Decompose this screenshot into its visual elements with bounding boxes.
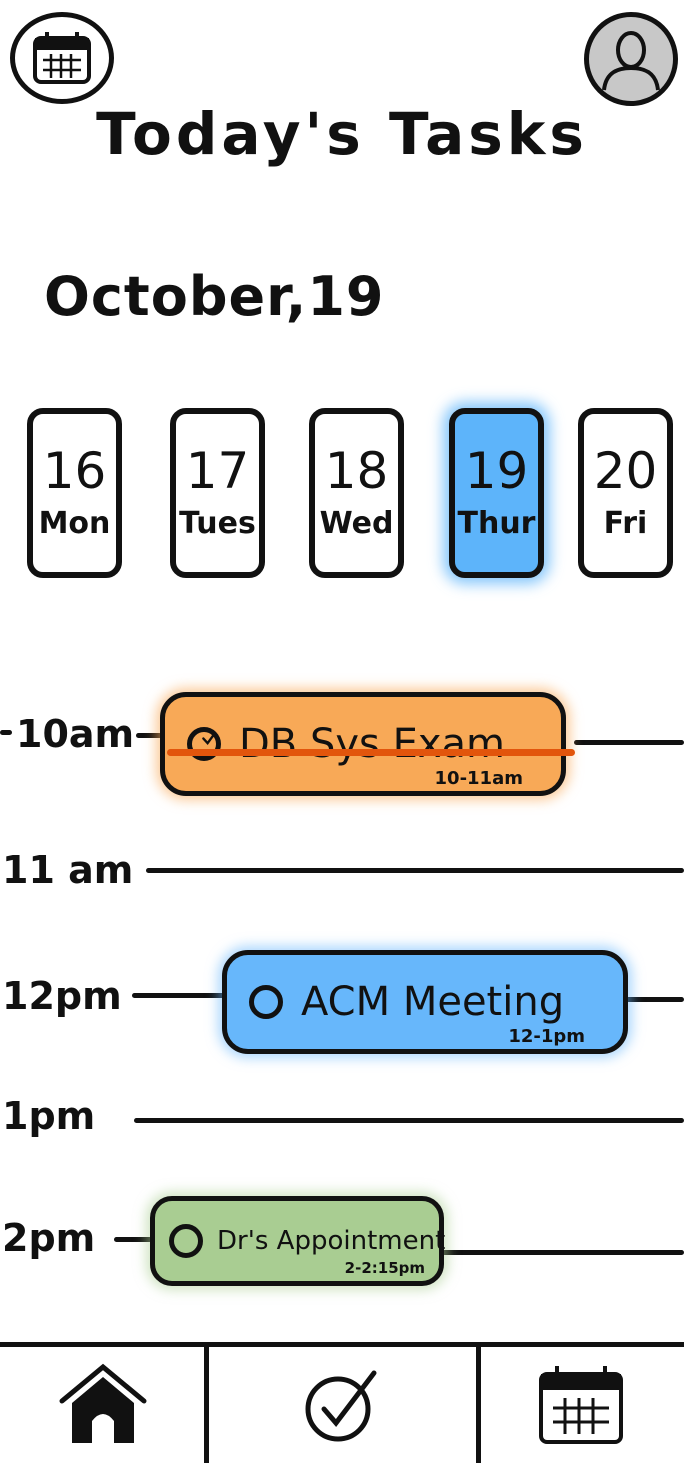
- day-mon[interactable]: 16 Mon: [27, 408, 122, 578]
- day-name: Tues: [179, 505, 256, 541]
- hour-label-1pm: 1pm: [2, 1094, 96, 1138]
- home-icon: [59, 1363, 147, 1443]
- task-db-sys-exam[interactable]: DB Sys Exam 10-11am: [160, 692, 575, 796]
- day-name: Fri: [603, 505, 648, 541]
- check-icon: [305, 1370, 377, 1442]
- bottom-nav: [0, 1342, 684, 1463]
- nav-divider: [476, 1345, 481, 1463]
- day-fri[interactable]: 20 Fri: [578, 408, 673, 578]
- task-drs-appointment[interactable]: Dr's Appointment 2-2:15pm: [150, 1196, 446, 1286]
- day-number: 16: [42, 441, 107, 500]
- hour-label-2pm: 2pm: [2, 1216, 96, 1260]
- hour-line: [114, 1237, 154, 1242]
- hour-label-12pm: 12pm: [2, 974, 122, 1018]
- current-date: October,19: [44, 265, 385, 328]
- day-name: Thur: [457, 505, 536, 541]
- day-tue[interactable]: 17 Tues: [170, 408, 265, 578]
- check-icon: [202, 731, 216, 746]
- task-time: 12-1pm: [508, 1026, 585, 1047]
- hour-line: [574, 740, 684, 745]
- day-number: 18: [324, 441, 389, 500]
- task-time: 2-2:15pm: [344, 1259, 425, 1277]
- task-title: ACM Meeting: [301, 979, 565, 1025]
- hour-line: [132, 993, 226, 998]
- hour-line: [624, 997, 684, 1002]
- day-name: Mon: [38, 505, 111, 541]
- nav-calendar[interactable]: [478, 1347, 684, 1463]
- hour-line: [146, 868, 684, 873]
- day-number: 19: [464, 441, 529, 500]
- task-title: Dr's Appointment: [217, 1226, 446, 1256]
- task-title: DB Sys Exam: [239, 721, 505, 767]
- calendar-button[interactable]: [10, 12, 114, 104]
- day-name: Wed: [319, 505, 394, 541]
- day-number: 20: [593, 441, 658, 500]
- hour-tick: [0, 730, 12, 735]
- nav-home[interactable]: [0, 1347, 206, 1463]
- calendar-icon: [33, 32, 91, 84]
- completed-strikethrough: [167, 749, 575, 756]
- day-wed[interactable]: 18 Wed: [309, 408, 404, 578]
- task-time: 10-11am: [434, 768, 523, 789]
- profile-button[interactable]: [584, 12, 678, 106]
- nav-divider: [204, 1345, 209, 1463]
- task-checkbox[interactable]: [187, 727, 221, 761]
- hour-label-11am: 11 am: [2, 848, 134, 892]
- task-checkbox[interactable]: [249, 985, 283, 1019]
- day-thu[interactable]: 19 Thur: [449, 408, 544, 578]
- hour-label-10am: 10am: [16, 712, 135, 756]
- nav-tasks[interactable]: [206, 1347, 478, 1463]
- task-checkbox[interactable]: [169, 1224, 203, 1258]
- calendar-icon: [539, 1366, 623, 1444]
- hour-line: [134, 1118, 684, 1123]
- task-acm-meeting[interactable]: ACM Meeting 12-1pm: [222, 950, 628, 1054]
- hour-line: [442, 1250, 684, 1255]
- page-title: Today's Tasks: [96, 100, 588, 168]
- user-avatar-icon: [602, 31, 660, 91]
- day-number: 17: [185, 441, 250, 500]
- hour-line: [136, 733, 162, 738]
